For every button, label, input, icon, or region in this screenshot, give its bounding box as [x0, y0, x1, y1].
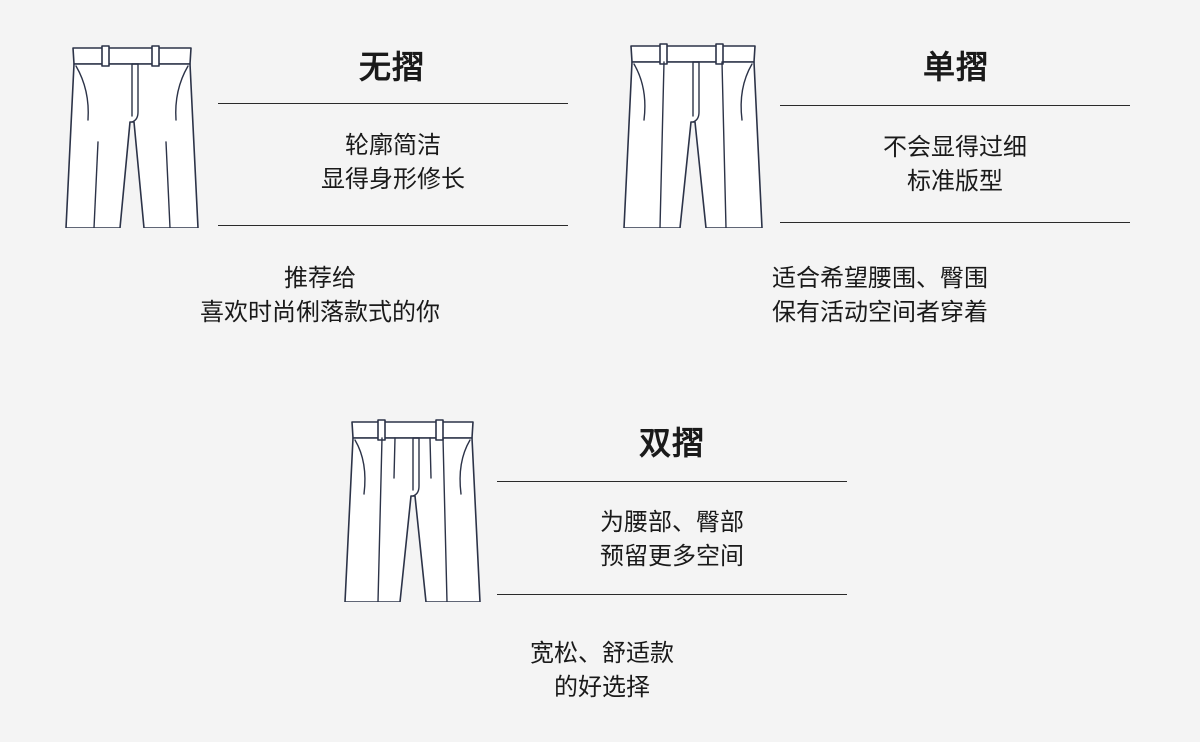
style-features: 为腰部、臀部 预留更多空间 [522, 505, 822, 573]
divider-top [497, 481, 847, 482]
recommendation-line: 适合希望腰围、臀围 [772, 264, 988, 292]
divider-bottom [780, 222, 1130, 223]
recommendation-line: 喜欢时尚俐落款式的你 [200, 298, 440, 326]
style-title: 无摺 [358, 48, 425, 86]
style-title: 双摺 [638, 424, 705, 462]
trousers-single-pleat-illustration [623, 43, 763, 228]
style-features: 不会显得过细 标准版型 [805, 130, 1105, 198]
feature-line: 预留更多空间 [600, 542, 744, 570]
style-title: 单摺 [922, 48, 989, 86]
feature-line: 不会显得过细 [883, 133, 1027, 161]
divider-top [218, 103, 568, 104]
recommendation-line: 推荐给 [284, 264, 356, 292]
feature-line: 显得身形修长 [321, 165, 465, 193]
divider-bottom [218, 225, 568, 226]
recommendation-line: 保有活动空间者穿着 [772, 298, 988, 326]
recommendation-line: 的好选择 [554, 673, 650, 701]
style-features: 轮廓简洁 显得身形修长 [243, 128, 543, 196]
feature-line: 标准版型 [907, 167, 1003, 195]
recommendation-line: 宽松、舒适款 [530, 639, 674, 667]
divider-top [780, 105, 1130, 106]
style-recommendation: 推荐给 喜欢时尚俐落款式的你 [160, 261, 480, 329]
trousers-double-pleat-illustration [344, 419, 481, 602]
style-recommendation: 适合希望腰围、臀围 保有活动空间者穿着 [720, 261, 1040, 329]
style-recommendation: 宽松、舒适款 的好选择 [442, 636, 762, 704]
feature-line: 轮廓简洁 [345, 131, 441, 159]
divider-bottom [497, 594, 847, 595]
feature-line: 为腰部、臀部 [600, 508, 744, 536]
trousers-no-pleat-illustration [65, 45, 199, 228]
